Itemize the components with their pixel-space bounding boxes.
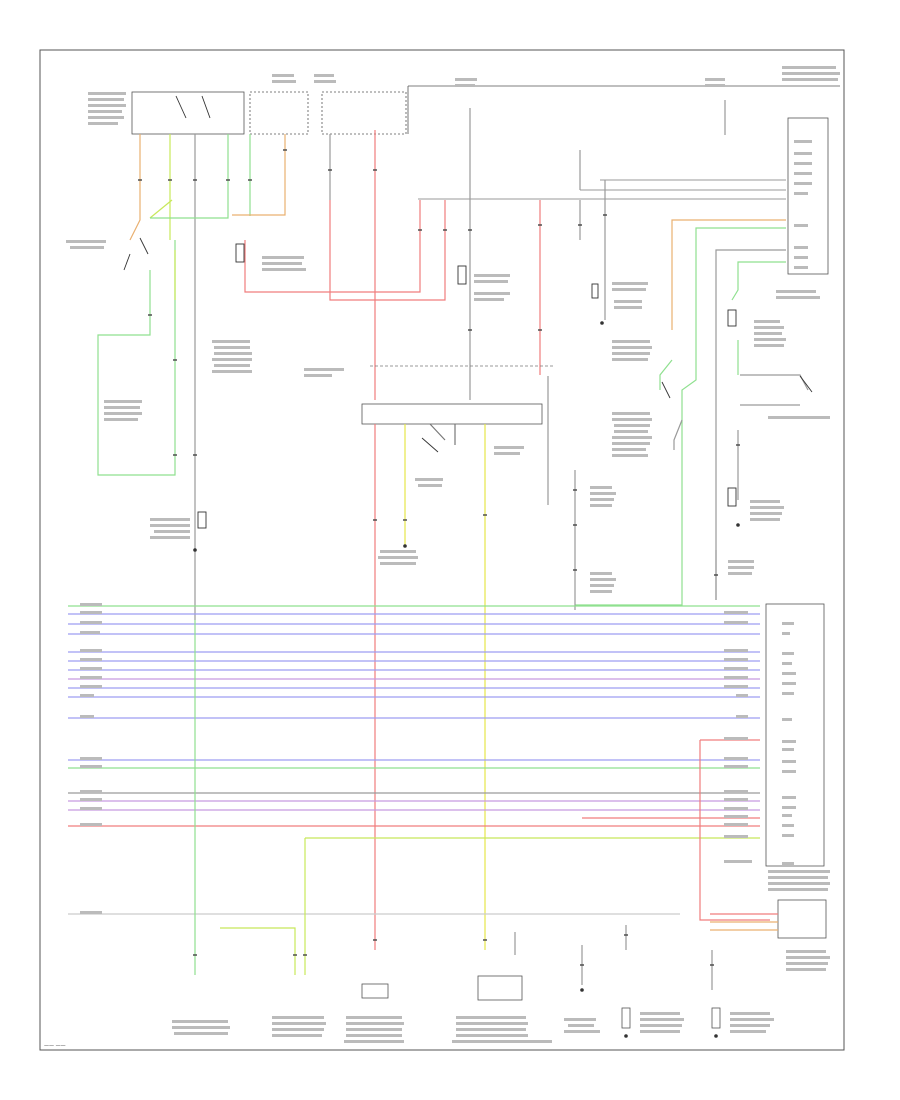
right-top-connector [787,117,829,275]
right-upper-wires [575,219,809,606]
right-lower-connector [765,603,825,867]
right-bottom-wires [710,913,778,931]
upper-left-wires [129,100,726,620]
upper-gray-buses [418,179,786,200]
ground-icon [193,321,740,1038]
wire-connector-ticks [138,149,740,966]
component-labels [66,240,830,1043]
top-labels [88,66,840,125]
footer-code: —— —— [44,1043,66,1049]
left-green-loop [97,240,176,476]
lower-drops [194,620,713,990]
harness-bundle [68,605,770,921]
right-top-connector-pins [776,140,820,299]
right-bottom-connector [777,899,827,939]
control-module-box [361,403,543,425]
top-fuse-block [131,85,840,135]
switch-icon [123,95,813,453]
control-module-wires [374,376,576,950]
harness-wire-codes [80,603,796,914]
connector-icon [197,243,737,529]
diagram-frame [39,49,845,1051]
bottom-components [361,975,721,1029]
